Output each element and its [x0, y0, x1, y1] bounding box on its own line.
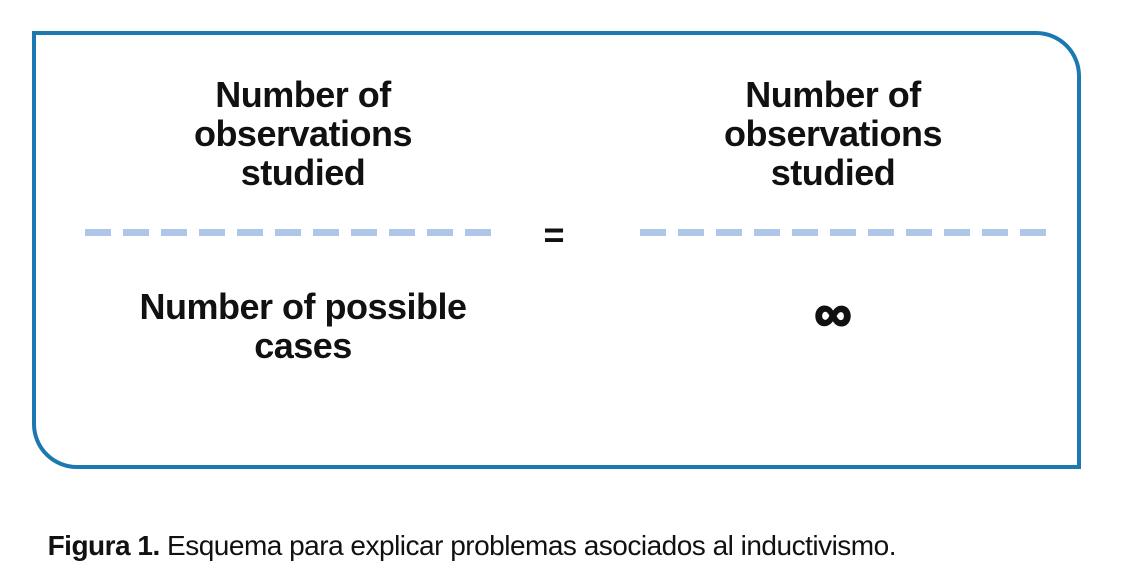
left-fraction-numerator: Number of observations studied — [193, 74, 413, 193]
figure-box: Number of observations studied Number of… — [32, 31, 1081, 469]
infinity-symbol: ∞ — [813, 284, 852, 344]
figure-caption-text: Esquema para explicar problemas asociado… — [159, 530, 896, 561]
equals-sign: = — [543, 214, 565, 255]
left-fraction-denominator: Number of possible cases — [139, 286, 467, 366]
figure-caption: Figura 1. Esquema para explicar problema… — [33, 495, 897, 563]
left-fraction-bar — [85, 229, 497, 236]
right-fraction-bar — [640, 229, 1046, 236]
figure-caption-label: Figura 1. — [47, 530, 161, 561]
right-fraction-numerator: Number of observations studied — [723, 74, 943, 193]
